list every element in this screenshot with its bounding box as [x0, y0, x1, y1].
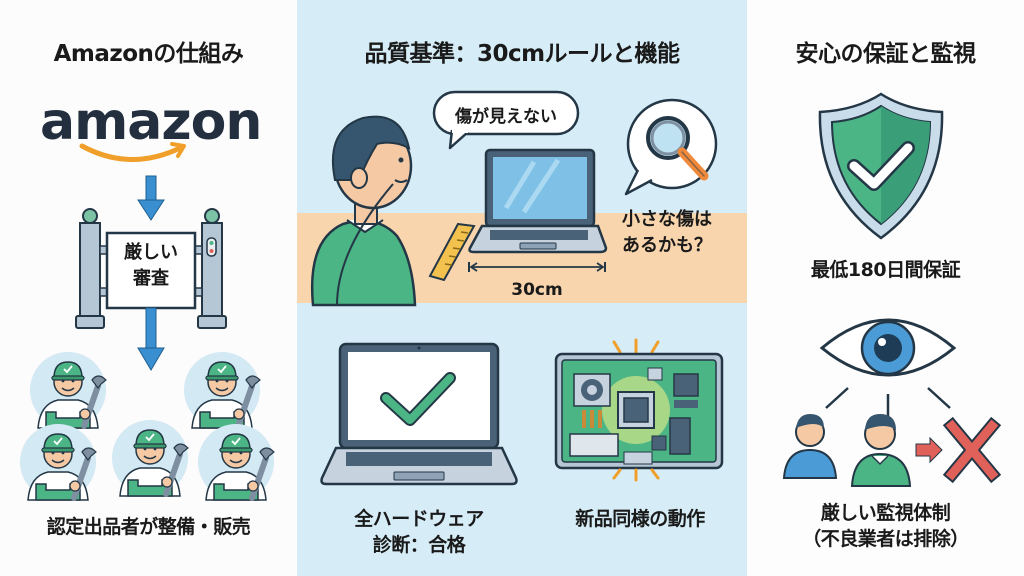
technician-avatar	[184, 352, 260, 428]
distance-label: 30cm	[511, 280, 563, 300]
arrow-down-icon	[137, 175, 165, 221]
technician-avatar	[30, 352, 106, 428]
arrow-down-icon	[137, 307, 165, 371]
monitoring-caption: 厳しい監視体制 （不良業者は排除）	[747, 500, 1024, 552]
shield-check-icon	[818, 92, 944, 240]
question-line2: あるかも？	[622, 235, 712, 256]
amazon-logo-text: amazon	[40, 92, 262, 152]
magnifier-bubble-icon	[624, 98, 718, 196]
question-line1: 小さな傷は	[622, 209, 712, 230]
laptop-icon	[468, 148, 608, 254]
user-icon	[782, 414, 838, 479]
gate-label: 厳しい 審査	[107, 240, 195, 292]
gate-label-line2: 審査	[133, 268, 169, 289]
warranty-caption: 最低180日間保証	[810, 259, 961, 281]
question-text: 小さな傷は あるかも？	[622, 207, 742, 259]
diagnostic-caption-line1: 全ハードウェア	[354, 508, 484, 530]
diagnostic-caption: 全ハードウェア 診断：合格	[316, 506, 522, 558]
technician-avatar	[198, 424, 274, 500]
monitoring-caption-line1: 厳しい監視体制	[820, 502, 951, 524]
technician-avatar	[112, 420, 188, 496]
person-viewing-icon	[310, 115, 417, 307]
speech-bubble-text: 傷が見えない	[455, 107, 557, 127]
left-panel-caption: 認定出品者が整備・販売	[46, 516, 251, 538]
diagnostic-caption-line2: 診断：合格	[372, 534, 466, 556]
gate-label-line1: 厳しい	[124, 242, 178, 263]
ruler-icon	[428, 222, 476, 282]
circuit-board-icon	[554, 338, 724, 482]
diagnostic-laptop-icon	[320, 342, 518, 486]
technicians-group	[0, 0, 297, 576]
distance-arrow-icon	[468, 262, 606, 272]
speech-bubble	[432, 90, 580, 150]
inspection-gate-icon	[75, 208, 227, 329]
left-panel-title: Amazonの仕組み	[53, 41, 244, 67]
seller-icon	[850, 414, 912, 487]
center-panel-title: 品質基準：30cmルールと機能	[364, 41, 680, 67]
monitoring-caption-line2: （不良業者は排除）	[802, 528, 969, 550]
board-caption: 新品同様の動作	[575, 508, 705, 530]
technician-avatar	[20, 424, 96, 500]
amazon-smile-icon	[79, 142, 186, 162]
monitoring-diagram-icon	[782, 318, 1002, 487]
right-panel-title: 安心の保証と監視	[795, 41, 977, 67]
